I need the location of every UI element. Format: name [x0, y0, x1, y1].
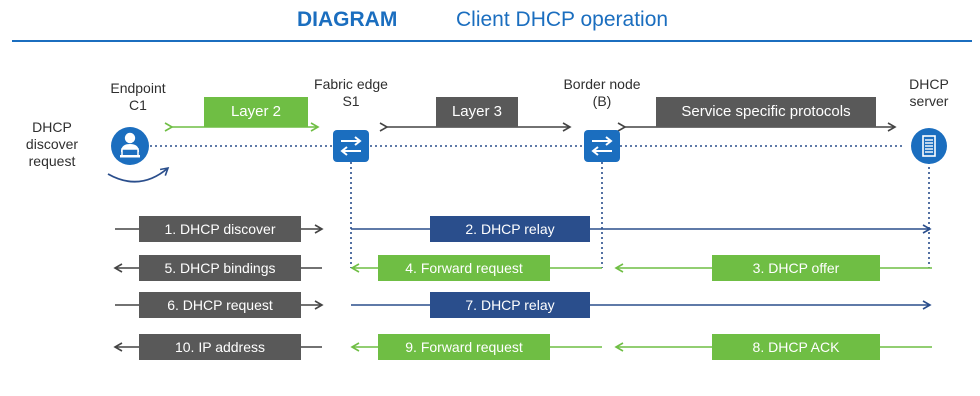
header-rule: [12, 40, 972, 42]
user-laptop-icon: [110, 126, 150, 171]
step-10: 10. IP address: [139, 334, 301, 360]
step-5: 5. DHCP bindings: [139, 255, 301, 281]
step-4: 4. Forward request: [378, 255, 550, 281]
fabric-edge-label: Fabric edge S1: [314, 76, 388, 109]
dhcp-server-label: DHCP server: [909, 76, 949, 109]
discover-note: DHCP discover request: [25, 119, 79, 169]
step-2: 2. DHCP relay: [430, 216, 590, 242]
layer3-box: Layer 3: [436, 97, 518, 127]
service-protocols-box: Service specific protocols: [656, 97, 876, 127]
server-icon: [910, 127, 948, 170]
switch-arrows-icon: [333, 130, 369, 167]
step-3: 3. DHCP offer: [712, 255, 880, 281]
diagram-label: DIAGRAM: [297, 8, 398, 31]
endpoint-label: Endpoint C1: [110, 80, 166, 113]
border-node-label: Border node (B): [563, 76, 641, 109]
layer2-box: Layer 2: [204, 97, 308, 127]
step-8: 8. DHCP ACK: [712, 334, 880, 360]
step-1: 1. DHCP discover: [139, 216, 301, 242]
discover-curve-arrow: [107, 166, 170, 183]
header: DIAGRAM Client DHCP operation: [0, 0, 980, 42]
step-9: 9. Forward request: [378, 334, 550, 360]
step-6: 6. DHCP request: [139, 292, 301, 318]
switch-arrows-icon: [584, 130, 620, 167]
diagram-title: Client DHCP operation: [456, 8, 669, 31]
step-7: 7. DHCP relay: [430, 292, 590, 318]
